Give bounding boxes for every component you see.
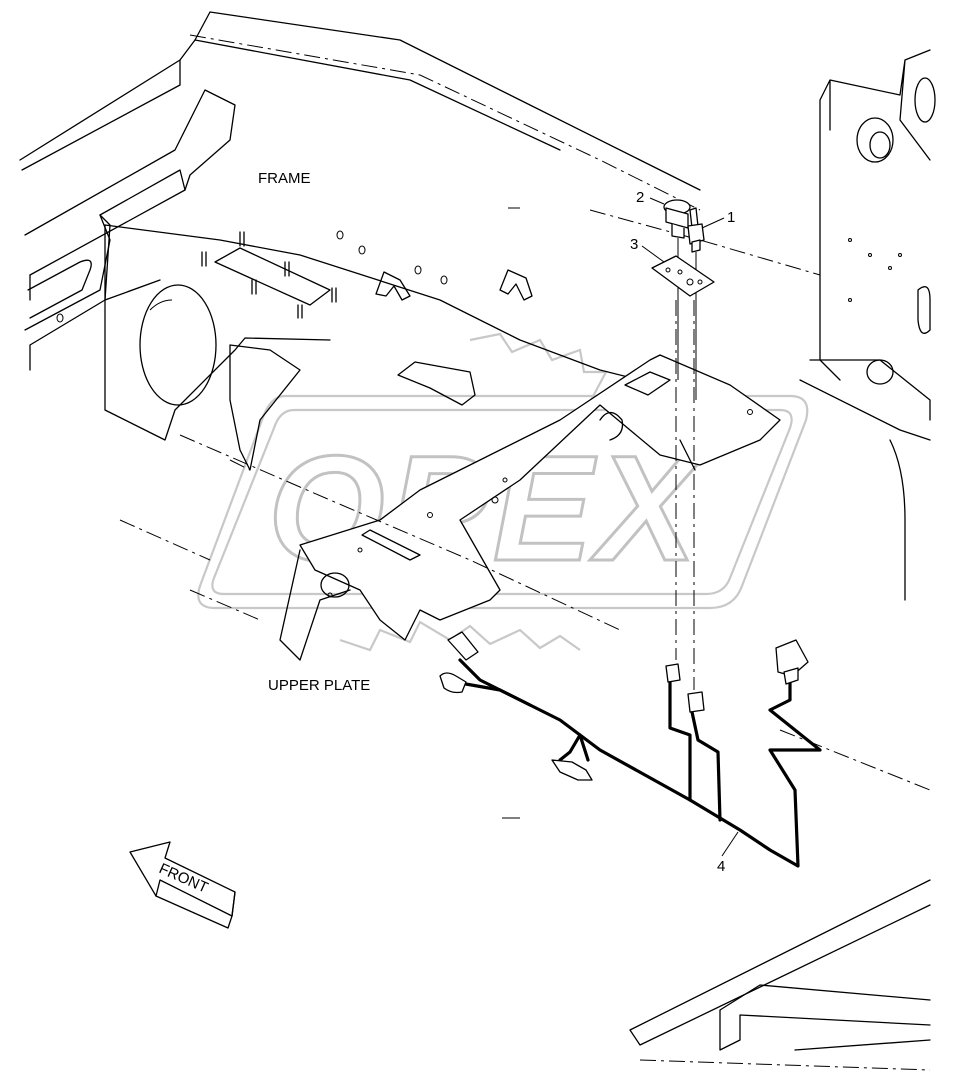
frame-round-hole-edge [149,299,173,311]
part-3-plate [651,255,715,297]
harness-connector-pigtail [551,759,593,781]
callout-3-number: 3 [630,236,638,253]
frame-top-flange [21,39,561,171]
upper-plate-tab [229,344,301,471]
lower-frame-centerline [639,729,931,1071]
frame-top-edge [19,11,701,191]
harness-branch-left [458,681,532,707]
harness-branch-pigtail [558,733,590,762]
frame-holes [56,230,448,323]
callout-2: 2 [636,189,665,206]
harness-main-trunk [458,658,822,868]
frame-left-beam [24,89,236,276]
watermark-frame-outer [197,394,809,610]
harness-branch-switch [690,710,722,822]
tower-outline [819,49,931,381]
upper-plate-main [299,354,781,641]
frame-clip-right [499,269,533,301]
tick-marks [502,207,520,819]
tower-bushing-top-inner [869,131,891,159]
label-upper-plate: UPPER PLATE [268,677,370,694]
lower-frame [629,729,931,1071]
harness-connector-top-right [775,639,809,677]
harness-connector-sensor [665,663,681,683]
upper-plate [119,344,781,661]
frame-side-face [104,224,701,441]
callout-2-number: 2 [636,189,644,206]
right-tower [589,49,936,601]
frame-centerline-top [189,34,701,211]
tower-bushing-back [914,77,936,123]
tower-bushing-bottom [866,359,894,385]
label-frame: FRAME [258,170,311,187]
callout-4: 4 [717,831,739,875]
upper-plate-holes [327,409,753,598]
harness-connector-round [439,672,467,694]
frame-pin-slot [214,247,331,306]
upper-plate-centerline-b [119,459,261,621]
harness-connector-left [447,631,479,661]
upper-plate-slot [361,529,421,561]
upper-plate-right-slot [624,371,671,396]
frame-clip-left [375,271,411,301]
callout-3: 3 [630,236,665,263]
tower-holes [848,238,902,302]
tower-face [799,359,931,601]
callout-4-number: 4 [717,858,725,875]
harness-connector-switch [687,691,705,713]
tower-centerline [589,209,821,276]
part-4-harness [439,631,822,868]
lower-frame-channel [719,984,931,1051]
callout-1-number: 1 [727,209,735,226]
tower-bushing-top [856,117,894,163]
frame-bracket [397,361,476,406]
frame-round-hole [139,284,217,406]
tower-slot [917,286,931,334]
watermark-frame-inner [211,408,793,596]
upper-plate-right-flange [599,411,696,471]
frame-left-slot [27,259,92,319]
front-arrow: FRONT [129,841,236,929]
callout-1: 1 [701,209,735,229]
frame-pins [201,231,337,319]
upper-plate-boss [320,572,350,598]
frame-body [19,11,701,441]
harness-branch-sensor [668,678,692,802]
upper-plate-centerline-a [179,434,621,631]
lower-frame-top [629,879,931,1046]
